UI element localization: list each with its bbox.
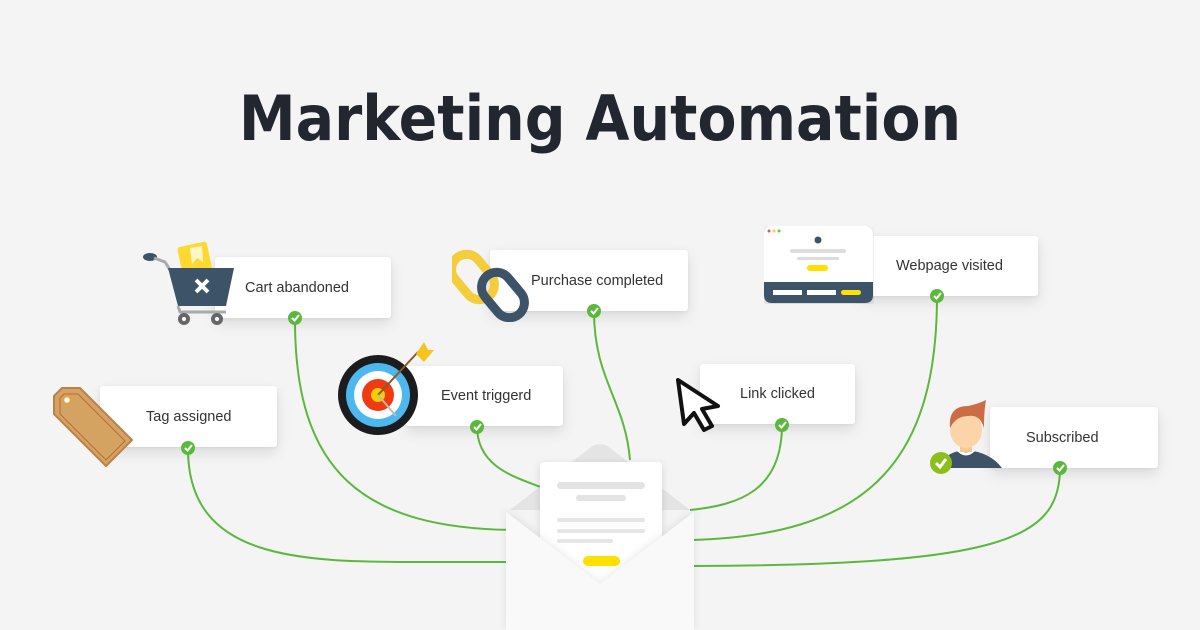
connector-tag (187, 448, 520, 563)
trigger-label: Event triggerd (441, 388, 532, 404)
connector-event (476, 425, 549, 491)
check-icon (1053, 461, 1067, 475)
price-tag-icon (53, 387, 133, 467)
trigger-label: Purchase completed (531, 272, 664, 289)
page-title: Marketing Automation (238, 82, 962, 155)
connector-subscribed (691, 467, 1061, 567)
mouse-cursor-icon (676, 378, 720, 432)
connector-purchase (593, 310, 631, 461)
trigger-label: Cart abandoned (245, 279, 349, 296)
user-avatar-check-icon (930, 400, 1002, 474)
browser-window-icon (764, 226, 873, 303)
check-icon (587, 304, 601, 318)
chain-link-icon (452, 249, 529, 322)
open-envelope-email-icon (506, 444, 694, 630)
check-icon (930, 289, 944, 303)
trigger-card-link-clicked[interactable]: Link clicked (700, 364, 855, 432)
trigger-label: Webpage visited (896, 258, 1003, 274)
shopping-cart-x-icon (143, 241, 234, 325)
trigger-label: Subscribed (1026, 429, 1099, 446)
trigger-label: Link clicked (740, 386, 815, 402)
trigger-card-tag-assigned[interactable]: Tag assigned (100, 386, 277, 455)
trigger-card-subscribed[interactable]: Subscribed (990, 407, 1158, 475)
check-icon (181, 441, 195, 455)
check-icon (775, 418, 789, 432)
trigger-card-cart-abandoned[interactable]: Cart abandoned (215, 257, 391, 325)
check-icon (288, 311, 302, 325)
trigger-card-webpage-visited[interactable]: Webpage visited (860, 236, 1038, 303)
trigger-card-event-triggerd[interactable]: Event triggerd (405, 366, 563, 434)
connector-webpage (691, 295, 938, 541)
check-icon (470, 420, 484, 434)
trigger-label: Tag assigned (146, 408, 232, 425)
connector-link (689, 424, 783, 511)
connector-cart (294, 319, 521, 531)
target-arrow-icon (338, 342, 434, 435)
